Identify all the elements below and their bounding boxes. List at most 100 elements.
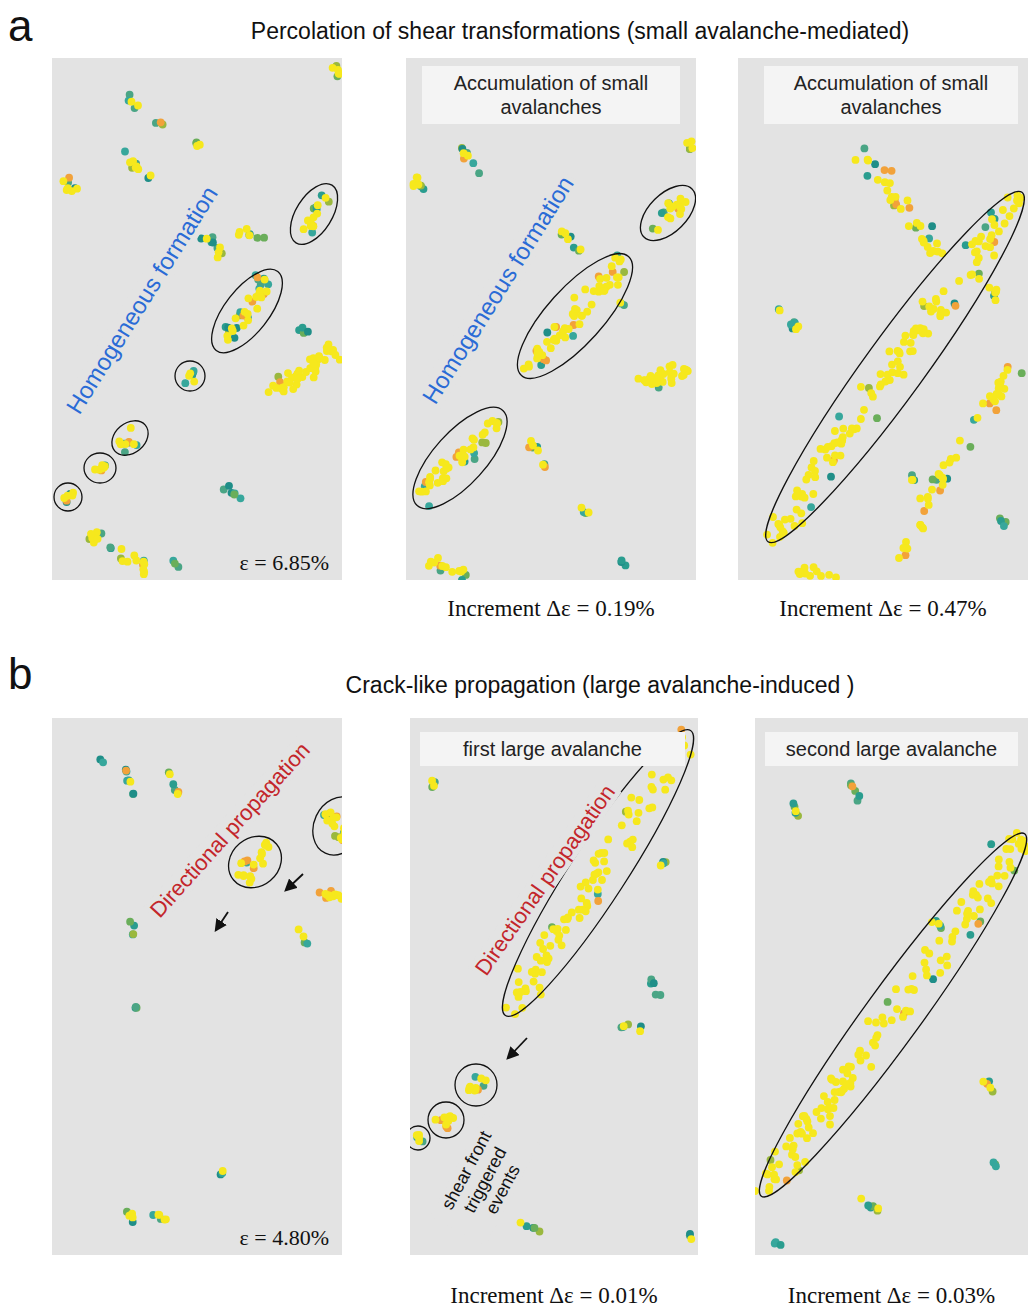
particle-dot	[99, 758, 107, 766]
particle-dot	[886, 179, 894, 187]
particle-dot	[847, 1063, 855, 1071]
particle-dot	[601, 287, 609, 295]
particle-dot	[838, 1087, 846, 1095]
increment-label: Increment Δε = 0.01%	[410, 1283, 698, 1308]
particle-dot	[824, 1105, 832, 1113]
particle-dot	[988, 231, 996, 239]
highlight-ellipse	[175, 361, 205, 391]
particle-dot	[997, 378, 1005, 386]
particle-dot	[585, 509, 593, 517]
particle-dot	[923, 972, 931, 980]
particle-dot	[906, 204, 914, 212]
particle-dot	[448, 568, 456, 576]
particle-dot	[986, 392, 994, 400]
particle-dot	[582, 907, 590, 915]
particle-dot	[122, 766, 130, 774]
particle-dot	[857, 415, 865, 423]
panel-annotation: Directional propagation	[143, 735, 317, 925]
particle-dot	[569, 332, 577, 340]
particle-dot	[677, 195, 685, 203]
particle-dot	[827, 473, 835, 481]
particle-dot	[832, 1078, 840, 1086]
particle-dot	[455, 567, 463, 575]
particle-dot	[126, 918, 134, 926]
particle-dot	[132, 1003, 140, 1011]
particle-dot	[571, 305, 579, 313]
particle-dot	[936, 969, 944, 977]
particle-dot	[893, 1005, 901, 1013]
particle-dot	[967, 931, 975, 939]
particle-dot	[539, 461, 547, 469]
highlight-ellipse	[755, 817, 1028, 1212]
particle-dot	[327, 347, 335, 355]
particle-dot	[967, 443, 975, 451]
particle-dot	[804, 1118, 812, 1126]
particle-dot	[243, 225, 251, 233]
particle-dot	[124, 558, 132, 566]
particle-dot	[1015, 840, 1023, 848]
particle-dot	[846, 430, 854, 438]
particle-dot	[872, 1034, 880, 1042]
particle-dot	[339, 836, 342, 844]
particle-dot	[680, 365, 688, 373]
direction-arrow	[286, 874, 303, 890]
particle-dot	[975, 275, 983, 283]
particle-dot	[132, 557, 140, 565]
particle-dot	[995, 882, 1003, 890]
particle-dot	[873, 414, 881, 422]
particle-dot	[896, 350, 904, 358]
panel-header-band: second large avalanche	[765, 732, 1018, 766]
highlight-ellipse	[281, 176, 342, 253]
particle-dot	[576, 914, 584, 922]
particle-dot	[659, 370, 667, 378]
particle-map	[52, 58, 342, 580]
particle-dot	[864, 1202, 872, 1210]
particle-dot	[310, 374, 318, 382]
particle-dot	[467, 446, 475, 454]
particle-dot	[475, 169, 483, 177]
particle-dot	[888, 167, 896, 175]
particle-dot	[909, 347, 917, 355]
band-heading: second large avalanche	[775, 737, 1008, 761]
particle-dot	[162, 1215, 170, 1223]
particle-dot	[530, 978, 538, 986]
particle-dot	[69, 492, 77, 500]
particle-dot	[895, 554, 903, 562]
particle-dot	[936, 312, 944, 320]
particle-dot	[577, 246, 585, 254]
particle-dot	[415, 1131, 423, 1139]
particle-dot	[786, 1134, 794, 1142]
particle-dot	[458, 576, 466, 580]
particle-dot	[826, 1121, 834, 1129]
particle-dot	[867, 389, 875, 397]
particle-dot	[340, 824, 342, 832]
particle-dot	[459, 451, 467, 459]
particle-dot	[229, 327, 237, 335]
particle-dot	[834, 439, 842, 447]
particle-dot	[877, 370, 885, 378]
particle-dot	[817, 1115, 825, 1123]
particle-dot	[855, 792, 863, 800]
particle-dot	[974, 920, 982, 928]
strain-label: ε = 6.85%	[237, 550, 332, 575]
panel-letter: b	[8, 648, 68, 701]
particle-dot	[921, 946, 929, 954]
particle-dot	[909, 972, 917, 980]
simulation-panel: Increment Δε = 0.47%Accumulation of smal…	[738, 58, 1028, 580]
particle-dot	[953, 907, 961, 915]
particle-dot	[802, 476, 810, 484]
particle-dot	[250, 861, 258, 869]
particle-dot	[335, 891, 343, 899]
particle-dot	[927, 308, 935, 316]
particle-dot	[648, 783, 656, 791]
simulation-panel: Homogeneous formationIncrement Δε = 0.19…	[406, 58, 696, 580]
particle-dot	[645, 804, 653, 812]
particle-dot	[1001, 872, 1009, 880]
particle-dot	[215, 248, 223, 256]
particle-dot	[130, 790, 138, 798]
particle-dot	[442, 465, 450, 473]
particle-dot	[596, 275, 604, 283]
particle-map	[755, 718, 1028, 1255]
particle-dot	[157, 118, 165, 126]
particle-dot	[543, 338, 551, 346]
